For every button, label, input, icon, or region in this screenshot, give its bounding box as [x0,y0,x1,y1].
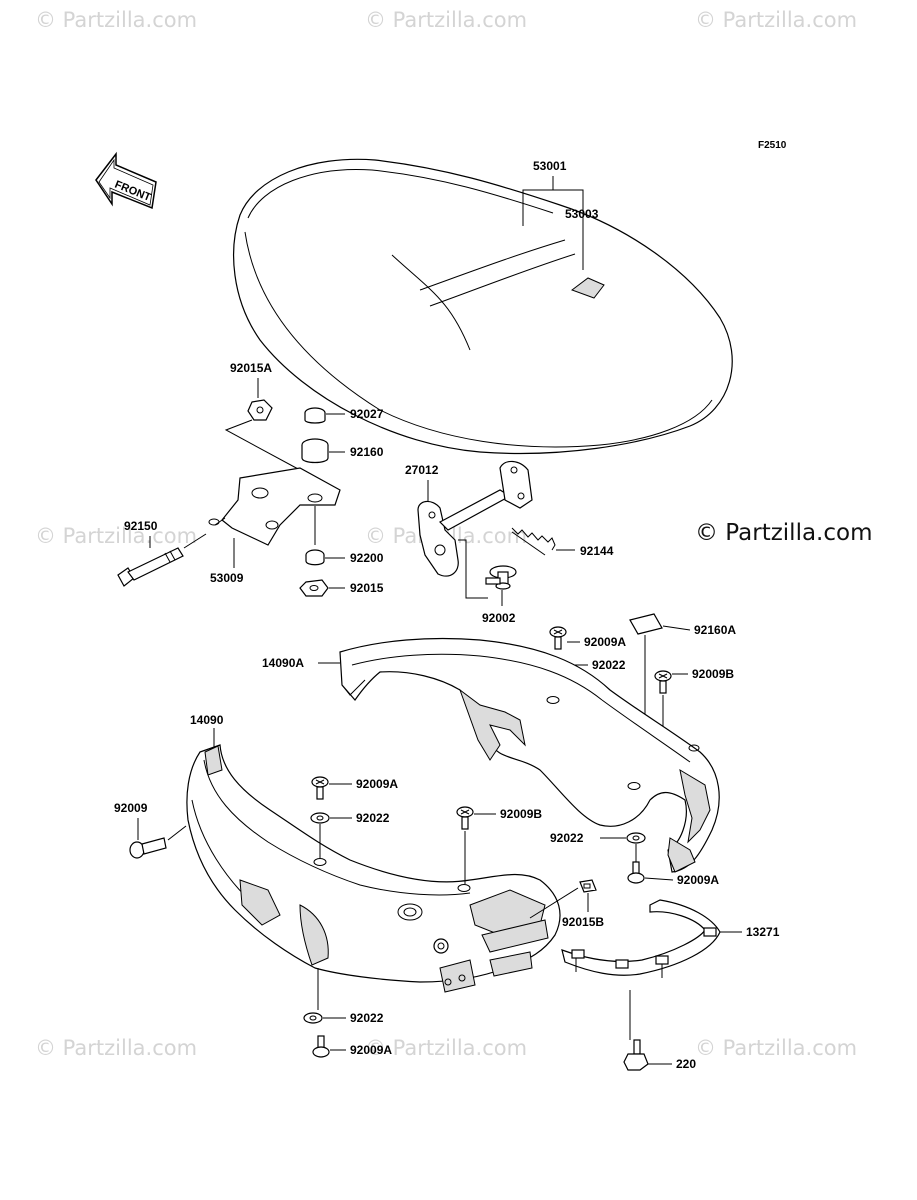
nut-92015 [299,579,329,597]
washer-92022-3 [626,832,646,844]
label-92009A-4: 92009A [350,1043,392,1057]
screw-92009A-3 [627,861,645,884]
screw-92009A-2 [311,776,329,800]
label-14090: 14090 [190,713,224,727]
label-92002: 92002 [482,611,516,625]
watermark: © Partzilla.com [365,8,528,32]
screw-92009B-2 [456,806,474,830]
bracket-53009 [208,467,341,546]
screw-92009 [129,837,167,859]
label-92027: 92027 [350,407,384,421]
cover-14090 [186,744,561,993]
latch-27012 [417,460,533,577]
label-92022-4: 92022 [350,1011,384,1025]
clip-92015B [579,879,597,893]
grommet-92160 [301,438,329,464]
label-92009A-2: 92009A [356,777,398,791]
label-220: 220 [676,1057,696,1071]
bolt-220 [623,1039,649,1071]
nut-92015A [247,399,273,421]
label-92009B-2: 92009B [500,807,542,821]
watermark: © Partzilla.com [695,1036,858,1060]
label-53009: 53009 [210,571,244,585]
bolt-92150 [117,547,184,587]
figure-code: F2510 [758,140,787,151]
front-arrow-icon: FRONT [95,151,157,210]
label-14090A: 14090A [262,656,304,670]
watermark: © Partzilla.com [35,524,198,548]
label-92144: 92144 [580,544,614,558]
label-53003: 53003 [565,207,599,221]
pin-92002 [485,565,517,590]
collar-92200 [305,549,325,566]
spring-92144 [511,527,556,556]
watermark: © Partzilla.com [695,8,858,32]
pad-92160A [629,613,663,635]
brand-text: © Partzilla.com [695,520,873,546]
collar-92027 [304,407,326,424]
watermark: © Partzilla.com [35,1036,198,1060]
cover-14090A [339,637,720,873]
seat-53001 [233,158,733,455]
label-53001: 53001 [533,159,567,173]
watermark: © Partzilla.com [365,1036,528,1060]
label-92022-1: 92022 [592,658,626,672]
label-27012: 27012 [405,463,439,477]
label-92015B: 92015B [562,915,604,929]
label-92009: 92009 [114,801,148,815]
screw-92009A [549,626,567,650]
label-92022-3: 92022 [550,831,584,845]
label-92160A: 92160A [694,623,736,637]
washer-92022-4 [303,1012,323,1024]
label-92200: 92200 [350,551,384,565]
watermark: © Partzilla.com [35,8,198,32]
label-92009A-1: 92009A [584,635,626,649]
label-92022-2: 92022 [356,811,390,825]
label-92009B-1: 92009B [692,667,734,681]
label-92015: 92015 [350,581,384,595]
screw-92009A-4 [312,1035,330,1058]
label-92009A-3: 92009A [677,873,719,887]
label-92160: 92160 [350,445,384,459]
label-92015A: 92015A [230,361,272,375]
label-13271: 13271 [746,925,780,939]
washer-92022-2 [310,812,330,824]
label-92150: 92150 [124,519,158,533]
bracket-13271 [561,899,721,978]
screw-92009B [654,670,672,694]
